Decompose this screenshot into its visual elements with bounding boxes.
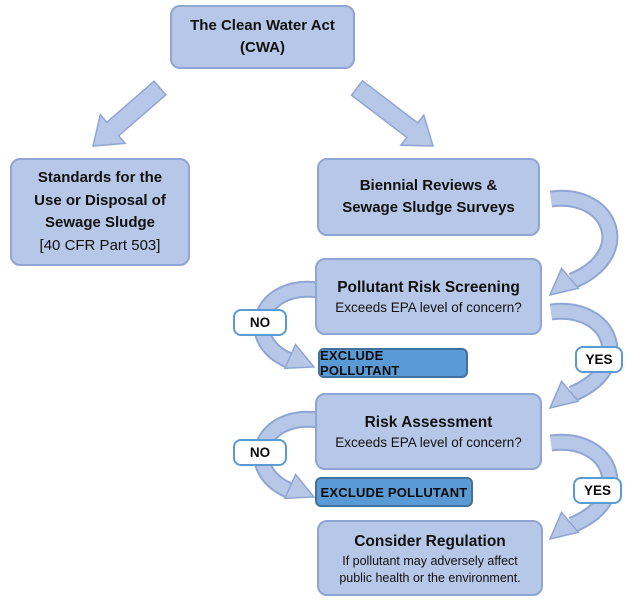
node-standards-line2: Use or Disposal of (34, 191, 166, 209)
decision-chip-yes-2: YES (573, 477, 622, 504)
node-consider-line2: public health or the environment. (339, 570, 521, 585)
node-clean-water-act-line2: (CWA) (240, 39, 285, 56)
node-standards-part-503: Standards for the Use or Disposal of Sew… (10, 158, 190, 266)
node-clean-water-act-line1: The Clean Water Act (190, 16, 335, 34)
node-standards-citation: [40 CFR Part 503] (39, 236, 161, 254)
decision-chip-no-2: NO (233, 439, 287, 466)
node-exclude-pollutant-2: EXCLUDE POLLUTANT (315, 477, 473, 507)
node-exclude-pollutant-1: EXCLUDE POLLUTANT (318, 348, 468, 378)
decision-chip-yes-2-label: YES (583, 483, 611, 498)
node-biennial-line1: Biennial Reviews & (359, 176, 498, 194)
node-biennial-line2: Sewage Sludge Surveys (342, 199, 515, 216)
curved-arrow-assessment-to-consider-icon (548, 433, 619, 541)
decision-chip-yes-1: YES (575, 346, 623, 373)
node-screening-question: Exceeds EPA level of concern? (335, 300, 522, 316)
node-biennial-reviews: Biennial Reviews & Sewage Sludge Surveys (317, 158, 540, 236)
node-standards-line1: Standards for the (37, 169, 163, 186)
node-exclude-pollutant-1-label: EXCLUDE POLLUTANT (320, 348, 400, 378)
node-screening-title: Pollutant Risk Screening (337, 278, 520, 296)
node-pollutant-risk-screening: Pollutant Risk Screening Exceeds EPA lev… (315, 258, 542, 335)
decision-chip-no-1: NO (233, 309, 287, 336)
node-consider-line1: If pollutant may adversely affect (342, 553, 518, 568)
node-risk-assessment: Risk Assessment Exceeds EPA level of con… (315, 393, 542, 470)
decision-chip-no-1-label: NO (249, 315, 271, 330)
node-standards-line3: Sewage Sludge (44, 214, 156, 231)
decision-chip-no-2-label: NO (249, 445, 271, 460)
node-consider-regulation: Consider Regulation If pollutant may adv… (317, 520, 543, 596)
node-assessment-title: Risk Assessment (364, 413, 493, 431)
arrow-cwa-to-standards-icon (92, 80, 167, 147)
curved-arrow-screening-to-assessment-icon (548, 302, 619, 410)
node-clean-water-act: The Clean Water Act (CWA) (170, 5, 355, 69)
node-exclude-pollutant-2-label: EXCLUDE POLLUTANT (320, 484, 468, 500)
node-assessment-question: Exceeds EPA level of concern? (335, 435, 522, 451)
node-consider-title: Consider Regulation (354, 532, 506, 550)
arrow-cwa-to-biennial-icon (350, 79, 435, 147)
decision-chip-yes-1-label: YES (585, 352, 613, 367)
curved-arrow-biennial-to-screening-icon (548, 189, 619, 297)
